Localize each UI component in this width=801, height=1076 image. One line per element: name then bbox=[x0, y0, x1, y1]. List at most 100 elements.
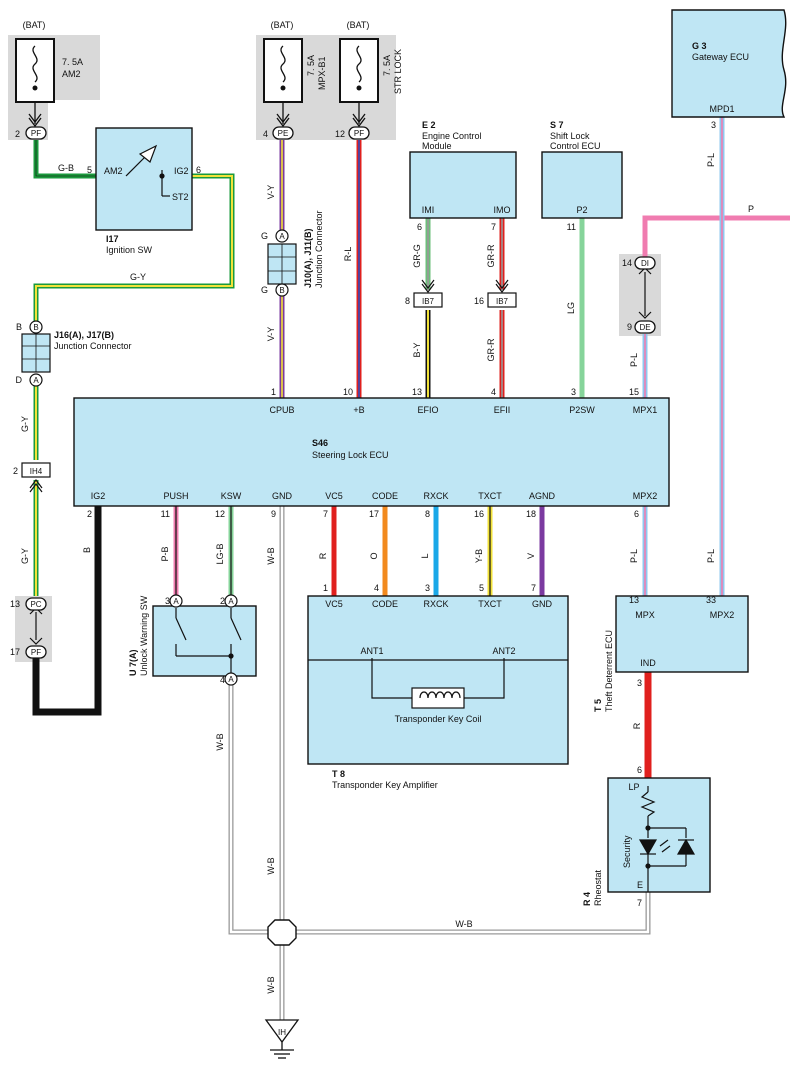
rheo-security: Security bbox=[622, 835, 632, 868]
j16-b-inner: B bbox=[33, 323, 38, 332]
ignition-sw-contact bbox=[125, 144, 170, 197]
rheostat-circuit bbox=[638, 786, 696, 892]
unlock-sw-contacts bbox=[175, 608, 242, 676]
ecu-bot-mpx2-pin: 6 bbox=[634, 509, 639, 519]
ecu-top-cpub-pin: 1 bbox=[271, 387, 276, 397]
amp-txct: TXCT bbox=[478, 599, 502, 609]
mpx-rating-label: 7. 5A bbox=[306, 55, 316, 76]
di-label: DI bbox=[641, 259, 649, 268]
ib7-right-pin: 16 bbox=[474, 296, 484, 306]
ign-ig2-label: IG2 bbox=[174, 166, 189, 176]
pf-label: PF bbox=[31, 648, 41, 657]
ecm-id-label: E 2 bbox=[422, 120, 436, 130]
ecu-bot-ig2-pin: 2 bbox=[87, 509, 92, 519]
circle-connectors bbox=[29, 229, 289, 686]
wire-label-r-l: R-L bbox=[343, 247, 353, 262]
ecu-bot-agnd-pin: 18 bbox=[526, 509, 536, 519]
pc-label: PC bbox=[30, 600, 41, 609]
ib7-right-label: IB7 bbox=[496, 297, 509, 306]
sw-name-label: Unlock Warning SW bbox=[139, 595, 149, 676]
gateway-pin3: 3 bbox=[711, 120, 716, 130]
wire-label-o: O bbox=[369, 552, 379, 559]
sw-a-3: A bbox=[173, 597, 179, 606]
ecu-bot-code-pin: 17 bbox=[369, 509, 379, 519]
ecu-bot-vc5-pin: 7 bbox=[323, 509, 328, 519]
am2-conn-label: PF bbox=[31, 129, 41, 138]
theft-name-label: Theft Deterrent ECU bbox=[604, 630, 614, 712]
wire-label-w-b-horizontal: W-B bbox=[455, 919, 472, 929]
amp-rxck-pin: 3 bbox=[425, 583, 430, 593]
ecu-top-p2sw-pin: 3 bbox=[571, 387, 576, 397]
amp-ant1: ANT1 bbox=[360, 646, 383, 656]
ecu-bot-mpx2: MPX2 bbox=[633, 491, 658, 501]
amp-vc5: VC5 bbox=[325, 599, 343, 609]
wire-w-b-rheostat-core bbox=[292, 892, 650, 934]
wire-label-w-b-top: W-B bbox=[266, 547, 276, 564]
ecu-bot-rxck-pin: 8 bbox=[425, 509, 430, 519]
ecu-top-b-pin: 10 bbox=[343, 387, 353, 397]
unlock-warning-sw-box bbox=[152, 605, 257, 677]
steering-id-label: S46 bbox=[312, 438, 328, 448]
j10-g2-label: G bbox=[261, 285, 268, 295]
ecu-top-b: +B bbox=[353, 405, 364, 415]
am2-pin-label: 2 bbox=[15, 129, 20, 139]
shift-lock-box bbox=[541, 151, 623, 219]
theft-pin33: 33 bbox=[706, 595, 716, 605]
ecu-bot-gnd: GND bbox=[272, 491, 293, 501]
wire-label-gr-g: GR-G bbox=[412, 244, 422, 268]
shift-p2-label: P2 bbox=[576, 205, 587, 215]
wire-b bbox=[32, 506, 102, 716]
am2-name-label: AM2 bbox=[62, 69, 81, 79]
sw-pin4: 4 bbox=[220, 675, 225, 685]
gateway-id-label: G 3 bbox=[692, 41, 707, 51]
theft-pin3: 3 bbox=[637, 678, 642, 688]
mpx-pin-label: 4 bbox=[263, 129, 268, 139]
de-label: DE bbox=[639, 323, 650, 332]
sw-pin2: 2 bbox=[220, 596, 225, 606]
ecu-bot-ig2: IG2 bbox=[91, 491, 106, 501]
wire-label-p-l-gateway-top: P-L bbox=[706, 153, 716, 167]
transponder-coil bbox=[371, 658, 505, 709]
wire-label-p-l-mpx1: P-L bbox=[629, 353, 639, 367]
sw-a-2: A bbox=[228, 597, 234, 606]
ecu-top-efio-pin: 13 bbox=[412, 387, 422, 397]
wire-label-w-b-mid: W-B bbox=[266, 857, 276, 874]
amp-coil-label: Transponder Key Coil bbox=[395, 714, 482, 724]
junction-connector-j10 bbox=[267, 243, 297, 285]
transponder-amp-box bbox=[307, 595, 569, 765]
ecu-bottom-pin-labels: IG2 2 PUSH 11 KSW 12 GND 9 VC5 7 CODE 17… bbox=[87, 491, 657, 519]
shift-id-label: S 7 bbox=[550, 120, 564, 130]
ecm-imi-label: IMI bbox=[422, 205, 435, 215]
amp-code-pin: 4 bbox=[374, 583, 379, 593]
amp-rxck: RXCK bbox=[423, 599, 448, 609]
theft-mpx: MPX bbox=[635, 610, 655, 620]
theft-ind: IND bbox=[640, 658, 656, 668]
ecu-bot-push: PUSH bbox=[163, 491, 188, 501]
ecu-bot-vc5: VC5 bbox=[325, 491, 343, 501]
ecu-top-efio: EFIO bbox=[417, 405, 438, 415]
str-pin-label: 12 bbox=[335, 129, 345, 139]
ecu-bot-ksw-pin: 12 bbox=[215, 509, 225, 519]
wire-label-v-y-top: V-Y bbox=[266, 185, 276, 200]
rheo-id-label: R 4 bbox=[582, 892, 592, 906]
ecu-bot-txct: TXCT bbox=[478, 491, 502, 501]
wire-label-b: B bbox=[82, 547, 92, 553]
wire-w-b-switch-core bbox=[229, 684, 272, 934]
fuse-mpx-b1 bbox=[263, 38, 303, 103]
fuse-arrows bbox=[28, 102, 366, 128]
ecu-top-efii: EFII bbox=[494, 405, 511, 415]
sw-pin3: 3 bbox=[165, 596, 170, 606]
ign-pin5: 5 bbox=[87, 165, 92, 175]
j16-d-label: D bbox=[16, 375, 23, 385]
mpx-conn-label: PE bbox=[278, 129, 289, 138]
steering-lock-ecu-box bbox=[73, 397, 670, 507]
amp-gnd-pin: 7 bbox=[531, 583, 536, 593]
ecu-top-efii-pin: 4 bbox=[491, 387, 496, 397]
wire-label-g-y-mid: G-Y bbox=[20, 416, 30, 432]
ecu-top-mpx1-pin: 15 bbox=[629, 387, 639, 397]
ecu-bot-txct-pin: 16 bbox=[474, 509, 484, 519]
ib7-left-pin: 8 bbox=[405, 296, 410, 306]
ib7-left-label: IB7 bbox=[422, 297, 435, 306]
am2-bat-label: (BAT) bbox=[23, 20, 46, 30]
ign-name-label: Ignition SW bbox=[106, 245, 153, 255]
